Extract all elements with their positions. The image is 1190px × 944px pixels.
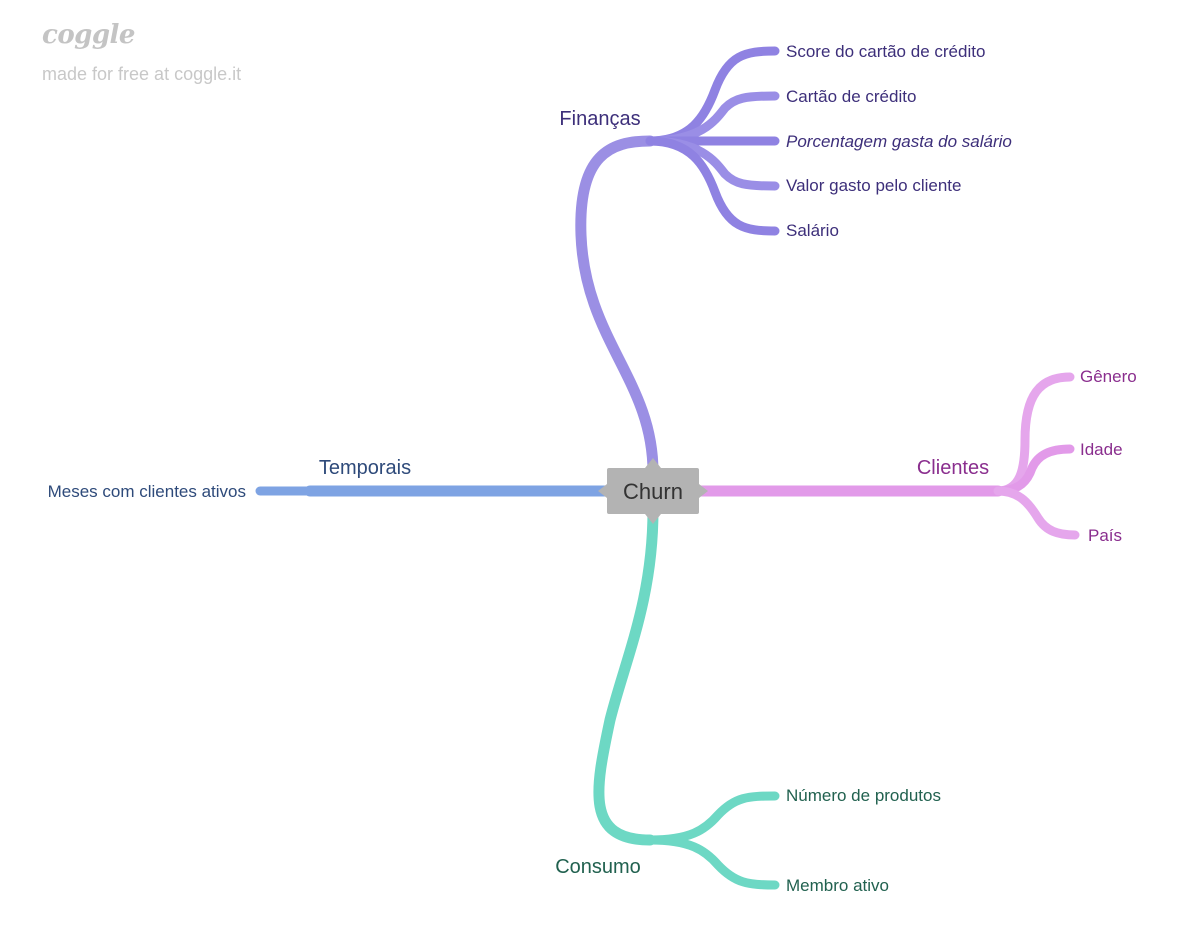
leaf-temporais-1[interactable]: Meses com clientes ativos	[48, 482, 246, 501]
consumo-edge-2	[645, 835, 780, 890]
clientes-edge-2	[993, 444, 1075, 496]
branch-label-financas[interactable]: Finanças	[559, 108, 640, 130]
clientes-edge-3	[993, 486, 1080, 540]
branch-label-consumo[interactable]: Consumo	[555, 856, 641, 878]
center-node[interactable]: Churn	[598, 458, 708, 524]
leaf-financas-5[interactable]: Salário	[786, 221, 839, 240]
financas-edge-5	[645, 136, 780, 236]
branch-label-clientes[interactable]: Clientes	[917, 457, 989, 479]
financas-trunk	[575, 135, 659, 478]
leaf-financas-4[interactable]: Valor gasto pelo cliente	[786, 176, 961, 195]
coggle-tagline: made for free at coggle.it	[42, 64, 242, 84]
consumo-edge-1	[645, 791, 780, 845]
leaf-clientes-3[interactable]: País	[1088, 526, 1122, 545]
leaf-financas-1[interactable]: Score do cartão de crédito	[786, 42, 985, 61]
leaf-consumo-1[interactable]: Número de produtos	[786, 786, 941, 805]
leaf-clientes-1[interactable]: Gênero	[1080, 367, 1137, 386]
center-label: Churn	[623, 479, 683, 504]
leaf-consumo-2[interactable]: Membro ativo	[786, 876, 889, 895]
coggle-logo: coggle	[42, 20, 135, 50]
leaf-clientes-2[interactable]: Idade	[1080, 440, 1123, 459]
leaf-financas-2[interactable]: Cartão de crédito	[786, 87, 916, 106]
leaf-financas-3[interactable]: Porcentagem gasta do salário	[786, 132, 1012, 151]
consumo-trunk	[593, 504, 659, 846]
branch-label-temporais[interactable]: Temporais	[319, 457, 411, 479]
